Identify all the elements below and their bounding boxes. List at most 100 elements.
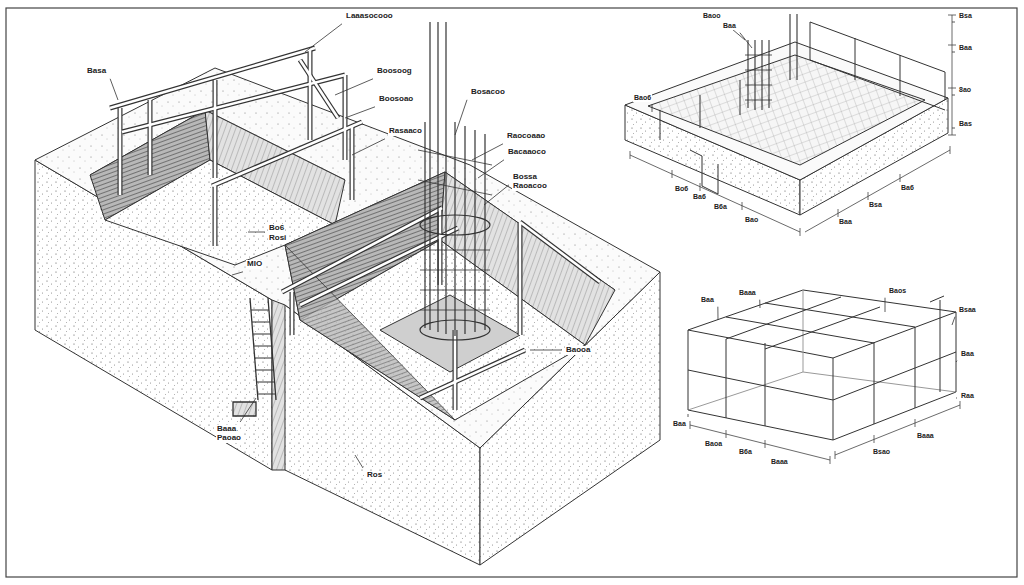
dimension-line — [630, 151, 800, 236]
dimension-line — [690, 421, 830, 464]
frame-structure — [688, 290, 956, 358]
leader-line — [355, 455, 363, 468]
leader-line — [652, 105, 653, 112]
part-label: MIO — [246, 260, 263, 269]
frame-structure — [726, 339, 727, 418]
leader-line — [952, 128, 955, 129]
part-label: Bao — [744, 216, 759, 224]
formwork-box — [745, 55, 772, 100]
part-label: Boosoao — [378, 95, 414, 104]
dimension-line — [690, 401, 960, 464]
formwork-box — [747, 40, 748, 108]
part-label: Bo6 — [268, 224, 285, 233]
formwork-box — [745, 14, 797, 110]
rebar-cage — [437, 22, 438, 332]
part-label: Baa — [700, 296, 715, 304]
ladder — [233, 298, 276, 416]
leader-line — [530, 350, 562, 351]
timber-frame — [110, 48, 600, 410]
part-label: Bsa — [958, 12, 973, 20]
sheet-frame — [6, 8, 1017, 577]
formwork-box — [810, 60, 945, 110]
part-label: Baa — [672, 420, 687, 428]
part-label: Baoa — [704, 440, 723, 448]
timber-frame — [110, 48, 362, 246]
leader-line — [885, 298, 886, 312]
ladder — [268, 298, 276, 400]
formwork-box — [625, 42, 948, 180]
ladder — [250, 298, 258, 400]
frame-structure — [688, 372, 956, 410]
part-label: Basa — [86, 67, 107, 76]
rebar-cage — [445, 22, 446, 334]
formwork-box — [754, 40, 755, 110]
part-label: Bo6 — [674, 185, 689, 193]
timber-frame — [110, 48, 362, 246]
part-label: Baaa — [770, 458, 789, 466]
part-label: Bas — [958, 120, 973, 128]
frame-structure — [940, 300, 941, 392]
frame-structure — [688, 290, 956, 440]
part-label: Bao6 — [633, 94, 652, 102]
leader-line — [952, 95, 955, 96]
formwork-box — [660, 110, 661, 140]
part-label: Rosi — [268, 234, 287, 243]
leader-line — [345, 107, 375, 118]
part-label: Laaasocooo — [345, 12, 394, 21]
dimension-line — [835, 405, 960, 455]
formwork-box — [855, 38, 856, 80]
leader-line — [759, 300, 760, 308]
frame-structure — [688, 392, 956, 440]
frame-structure — [765, 307, 880, 349]
part-label: Bsao — [872, 448, 891, 456]
leader-line — [478, 160, 504, 178]
part-label: Ba6 — [900, 184, 915, 192]
formwork-box — [660, 22, 945, 140]
leader-line — [248, 232, 265, 233]
frame-structure — [726, 317, 874, 343]
part-label: Bsa — [868, 201, 883, 209]
frame-structure — [688, 352, 956, 400]
dimension-line — [838, 146, 950, 217]
formwork-box — [789, 14, 790, 80]
part-label: B6a — [713, 203, 728, 211]
leader-line — [956, 361, 957, 362]
rebar-cage — [429, 22, 430, 330]
frame-structure — [930, 296, 944, 302]
leader-line — [484, 185, 509, 205]
part-label: Baa — [960, 350, 975, 358]
formwork-box — [761, 40, 762, 110]
rebar-cage — [474, 130, 475, 332]
formwork-box — [810, 22, 945, 72]
rebar-cage — [454, 122, 455, 336]
part-label: Baooa — [565, 346, 591, 355]
part-label: Bosacoo — [470, 88, 506, 97]
timber-frame — [282, 208, 600, 410]
leader-line — [740, 33, 752, 48]
part-label: Baa — [838, 218, 853, 226]
part-label: 8ao — [958, 86, 972, 94]
rebar-cage — [420, 215, 490, 235]
leader-line — [232, 272, 243, 275]
leader-line — [305, 24, 342, 52]
formwork-box — [796, 14, 797, 80]
frame-structure — [726, 297, 841, 339]
part-label: Paoao — [216, 434, 242, 443]
dimension-line — [952, 15, 953, 135]
rebar-cage — [420, 320, 490, 340]
part-label: Rasaaco — [388, 127, 423, 136]
ladder — [251, 310, 276, 394]
leader-line — [952, 52, 955, 53]
rebar-cage — [420, 250, 490, 310]
part-label: B6a — [738, 448, 753, 456]
leader-line — [352, 139, 385, 155]
part-label: Baaa — [738, 289, 757, 297]
rebar-cage — [424, 122, 425, 328]
part-label: Baos — [888, 287, 907, 295]
ladder — [233, 402, 256, 416]
leader-line — [952, 22, 955, 23]
leader-line — [110, 79, 118, 100]
